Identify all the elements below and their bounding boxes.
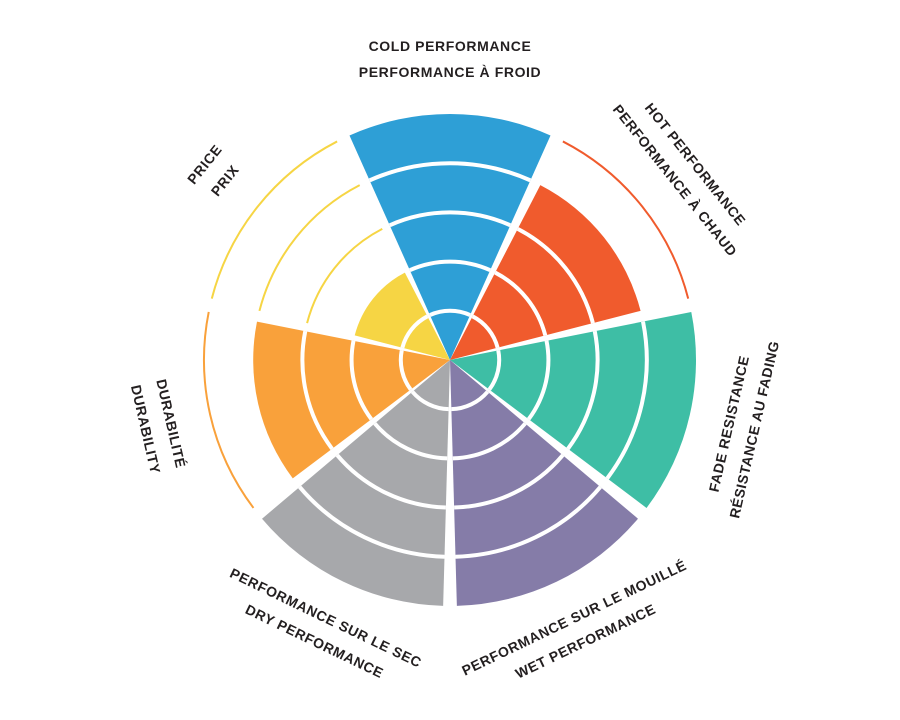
label-line-1: COLD PERFORMANCE: [369, 38, 532, 54]
label-line-2: PRIX: [208, 162, 242, 199]
ring-divider: [335, 453, 446, 510]
remaining-level-arc: [258, 184, 361, 312]
remaining-level-arc: [562, 140, 690, 299]
sector-fill-wet-performance: [450, 360, 638, 606]
ring-divider: [373, 422, 448, 461]
ring-divider: [527, 340, 551, 421]
sector-wet-performance: [450, 360, 638, 606]
ring-divider: [408, 259, 492, 273]
ring-divider: [398, 350, 413, 391]
ring-divider: [454, 453, 565, 510]
remaining-level-arc: [210, 140, 338, 299]
label-line-2: PERFORMANCE À FROID: [359, 64, 542, 80]
ring-divider: [300, 330, 334, 450]
ring-divider: [298, 485, 445, 559]
sector-fill-fade-resistance: [450, 311, 697, 508]
sector-dry-performance: [262, 360, 450, 606]
ring-divider: [451, 390, 490, 412]
ring-divider: [388, 210, 512, 228]
ring-divider: [471, 314, 500, 349]
ring-divider: [349, 340, 373, 421]
ring-divider: [455, 485, 602, 559]
ring-divider: [429, 308, 471, 317]
sector-fill-cold-performance: [349, 114, 551, 360]
ring-divider: [452, 422, 527, 461]
remaining-level-arc: [306, 227, 383, 324]
sector-fill-dry-performance: [262, 360, 450, 606]
ring-divider: [487, 350, 502, 391]
ring-divider: [368, 161, 532, 183]
ring-divider: [494, 270, 548, 336]
sector-durability: [203, 311, 450, 509]
sector-hot-performance: [450, 140, 690, 360]
remaining-level-arc: [203, 311, 255, 509]
label-cold-performance: COLD PERFORMANCE PERFORMANCE À FROID: [359, 38, 542, 80]
sector-fill-price: [354, 272, 450, 360]
ring-divider: [605, 321, 649, 480]
sector-fade-resistance: [450, 311, 697, 508]
sectors-layer: [203, 114, 697, 606]
ring-divider: [516, 227, 595, 324]
ring-divider: [400, 314, 429, 349]
sector-cold-performance: [349, 114, 551, 360]
ring-divider: [410, 390, 449, 412]
ring-divider: [566, 330, 600, 450]
sector-price: [210, 140, 450, 360]
